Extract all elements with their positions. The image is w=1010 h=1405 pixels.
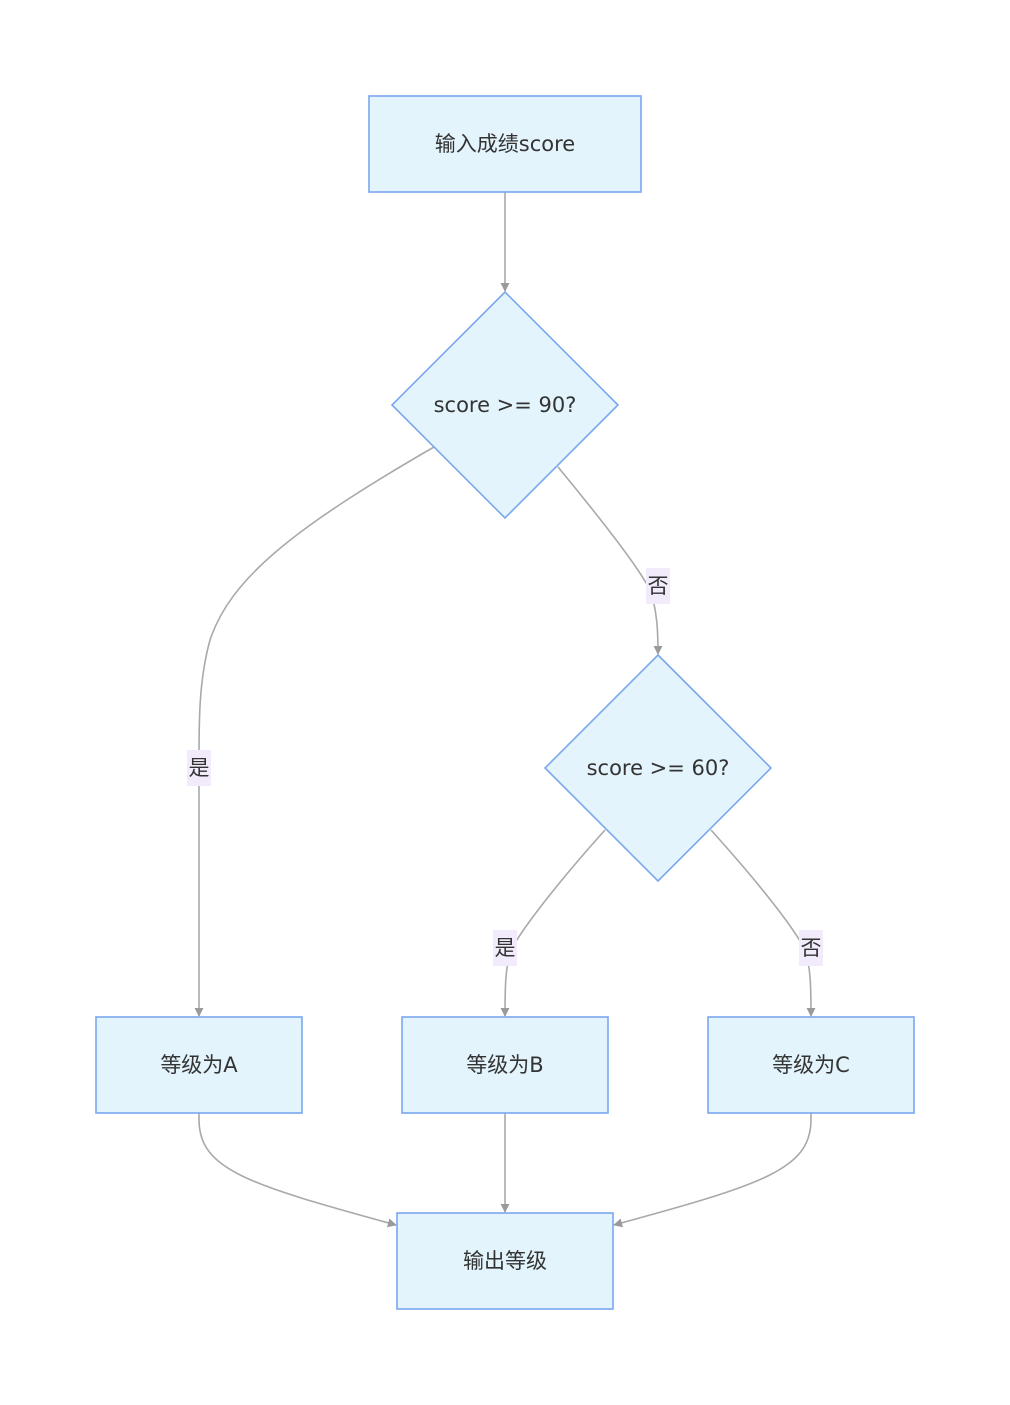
node-gradeC-label: 等级为C	[772, 1053, 850, 1077]
node-input-label: 输入成绩score	[435, 132, 575, 156]
node-output-label: 输出等级	[463, 1249, 547, 1273]
edge-gradeA-to-output	[198, 1112, 397, 1228]
nodes: 输入成绩score score >= 90? score >= 60? 等级为A…	[95, 95, 915, 1310]
edge-label-check60-gradeC: 否	[799, 930, 823, 966]
edge-check90-to-check60	[557, 466, 663, 655]
node-gradeA: 等级为A	[95, 1016, 303, 1114]
node-gradeB-label: 等级为B	[466, 1053, 543, 1077]
edge-check60-to-gradeC	[710, 829, 816, 1017]
edge-check60-to-gradeB	[500, 829, 606, 1017]
node-check60-label: score >= 60?	[587, 756, 730, 780]
edge-label-yes: 是	[495, 936, 516, 960]
edge-label-check60-gradeB: 是	[493, 930, 517, 966]
node-gradeA-label: 等级为A	[160, 1053, 238, 1077]
edge-label-no: 否	[648, 574, 669, 598]
node-check90-label: score >= 90?	[434, 393, 577, 417]
edge-label-check90-gradeA: 是	[187, 750, 211, 786]
edge-labels: 是 否 是 否	[187, 568, 823, 966]
node-gradeB: 等级为B	[401, 1016, 609, 1114]
edge-check90-to-gradeA	[194, 446, 435, 1017]
edge-label-no: 否	[801, 936, 822, 960]
edge-label-yes: 是	[189, 756, 210, 780]
node-output: 输出等级	[396, 1212, 614, 1310]
edge-gradeC-to-output	[613, 1112, 812, 1228]
node-check60: score >= 60?	[543, 653, 773, 883]
node-input: 输入成绩score	[368, 95, 642, 193]
node-gradeC: 等级为C	[707, 1016, 915, 1114]
edge-label-check90-check60: 否	[646, 568, 670, 604]
node-check90: score >= 90?	[390, 290, 620, 520]
